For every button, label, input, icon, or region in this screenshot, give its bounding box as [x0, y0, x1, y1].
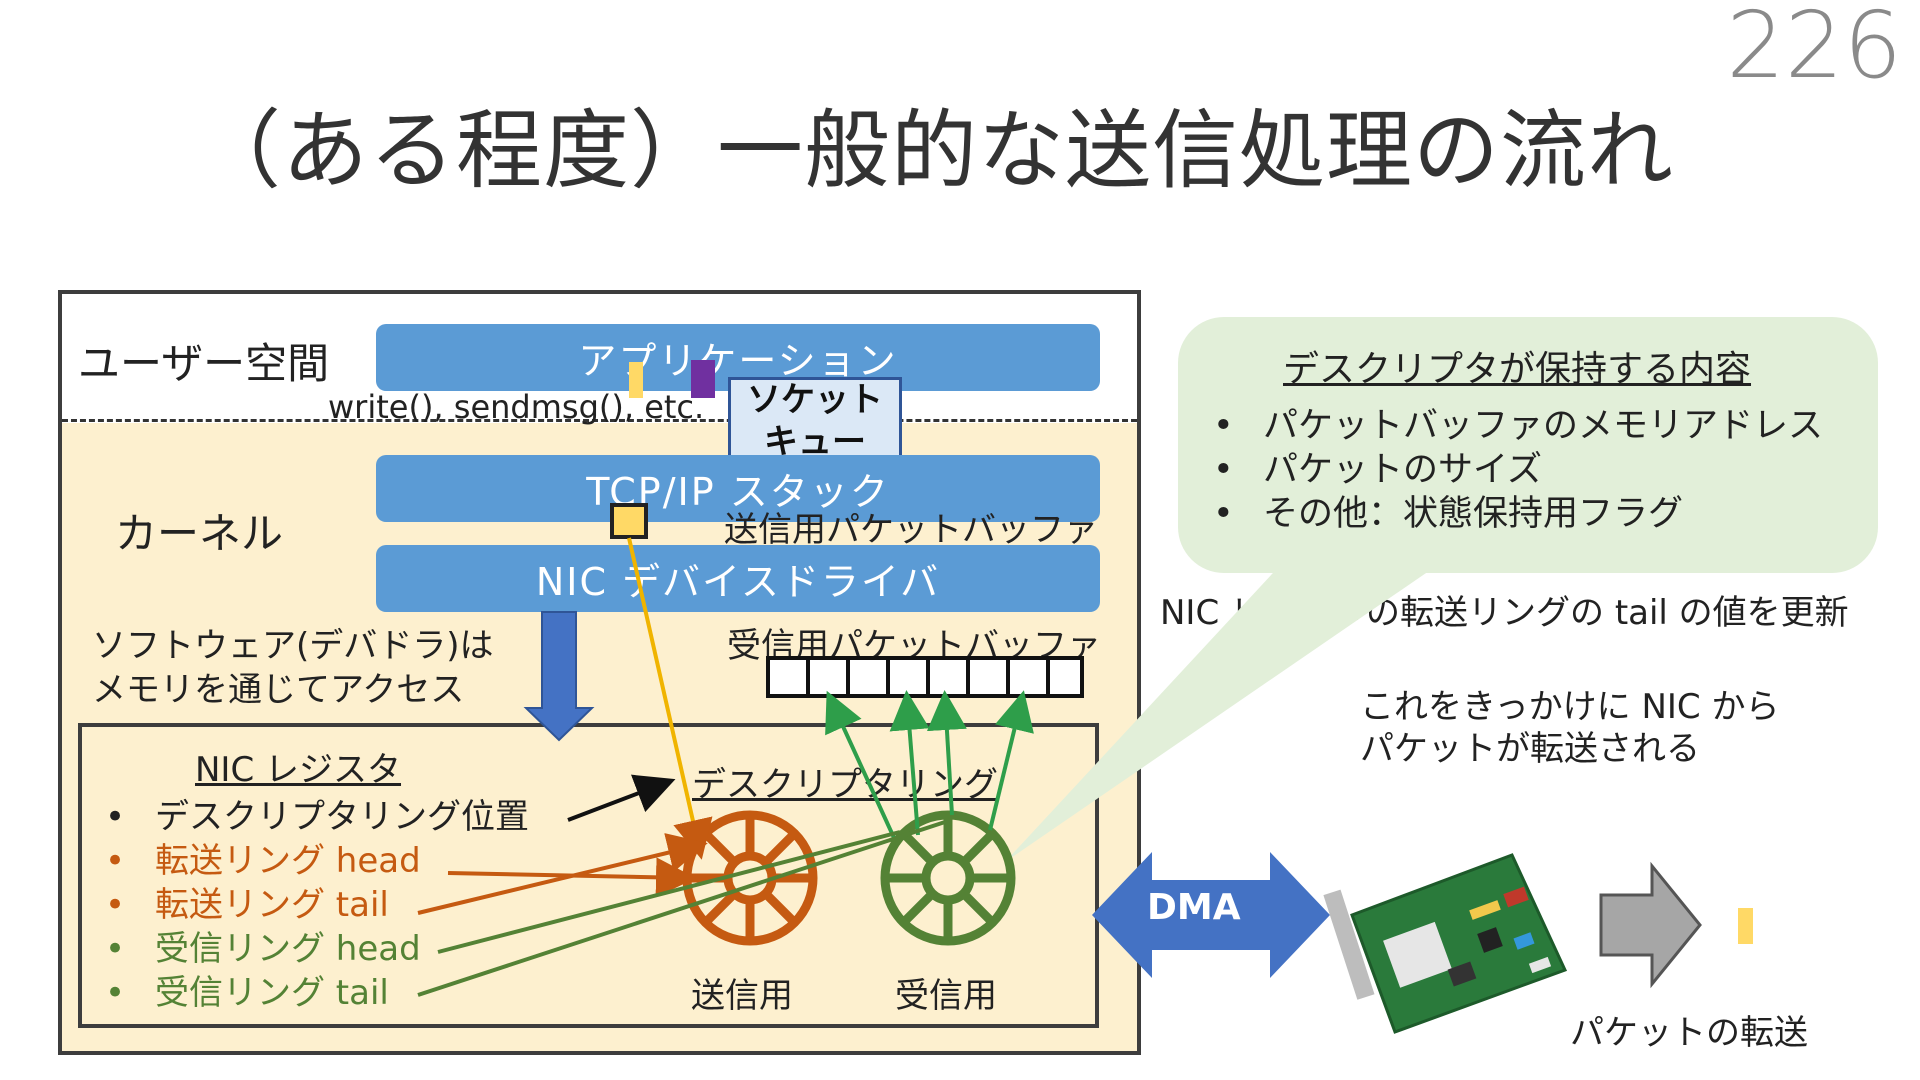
tcpip-bar: TCP/IP スタック: [376, 455, 1100, 522]
info-box-item: パケットのサイズ: [1213, 448, 1823, 492]
software-note-line2: メモリを通じてアクセス: [92, 670, 465, 710]
driver-label: NIC デバイスドライバ: [535, 560, 941, 604]
rx-tail-arrow: [417, 820, 946, 997]
driver-down-arrow: [523, 611, 595, 742]
register-item: 受信リング head: [105, 927, 529, 971]
slide-title: （ある程度）一般的な送信処理の流れ: [195, 101, 1674, 201]
rx-buffer-cells: [766, 656, 1084, 698]
driver-bar: NIC デバイスドライバ: [376, 545, 1100, 612]
tx-ring-label: 送信用: [691, 976, 793, 1016]
nic-register-box: [78, 723, 1099, 1028]
rx-ring-label: 受信用: [895, 976, 997, 1016]
nic-card-image: [1323, 853, 1568, 1034]
packet-icon-yellow: [629, 362, 643, 398]
software-note: ソフトウェア(デバドラ)は メモリを通じてアクセス: [92, 624, 494, 712]
tx-descriptor-ring: [682, 810, 818, 946]
ring-position-arrow: [567, 774, 676, 822]
rx-descriptor-ring: [880, 810, 1016, 946]
packet-transfer-label: パケットの転送: [1570, 1013, 1808, 1053]
trigger-note-line1: これをきっかけに NIC から: [1360, 687, 1780, 727]
syscall-label: write(), sendmsg(), etc.: [328, 388, 705, 426]
tx-packet-buffer-icon: [610, 503, 648, 539]
user-kernel-divider: [62, 419, 1137, 422]
tx-buffer-label: 送信用パケットバッファ: [724, 510, 1098, 550]
application-bar: アプリケーション: [376, 324, 1100, 391]
user-space-label: ユーザー空間: [78, 339, 330, 388]
rx-head-arrow: [437, 830, 901, 954]
info-box-list: パケットバッファのメモリアドレス パケットのサイズ その他：状態保持用フラグ: [1213, 404, 1823, 536]
rx-buffer-links: [825, 690, 1034, 841]
info-box-title: デスクリプタが保持する内容: [1283, 349, 1752, 390]
packet-icon-purple: [691, 360, 715, 398]
nic-register-title: NIC レジスタ: [195, 750, 402, 790]
socket-queue-line1: ソケット: [747, 379, 883, 420]
info-box-item: その他：状態保持用フラグ: [1213, 492, 1823, 536]
register-list: デスクリプタリング位置 転送リング head 転送リング tail 受信リング …: [105, 795, 529, 1015]
dma-arrow: [1092, 852, 1330, 978]
tx-tail-arrow: [417, 833, 708, 915]
software-note-line1: ソフトウェア(デバドラ)は: [92, 626, 494, 666]
socket-queue-box: ソケット キュー: [728, 377, 902, 465]
register-item: 転送リング head: [105, 839, 529, 883]
dma-label: DMA: [1147, 887, 1241, 928]
transferred-packet: [1738, 908, 1753, 944]
trigger-note: これをきっかけに NIC から パケットが転送される: [1360, 686, 1779, 770]
descriptor-ring-label: デスクリプタリング: [692, 765, 998, 805]
page-number: 226: [1726, 0, 1902, 99]
trigger-note-line2: パケットが転送される: [1360, 729, 1700, 769]
register-item: 転送リング tail: [105, 883, 529, 927]
tx-buffer-link: [627, 537, 713, 860]
kernel-label: カーネル: [115, 509, 284, 558]
info-box-callout: [1005, 560, 1445, 862]
register-item: 受信リング tail: [105, 971, 529, 1015]
register-item: デスクリプタリング位置: [105, 795, 529, 839]
transfer-arrow: [1599, 861, 1702, 989]
info-box-item: パケットバッファのメモリアドレス: [1213, 404, 1823, 448]
